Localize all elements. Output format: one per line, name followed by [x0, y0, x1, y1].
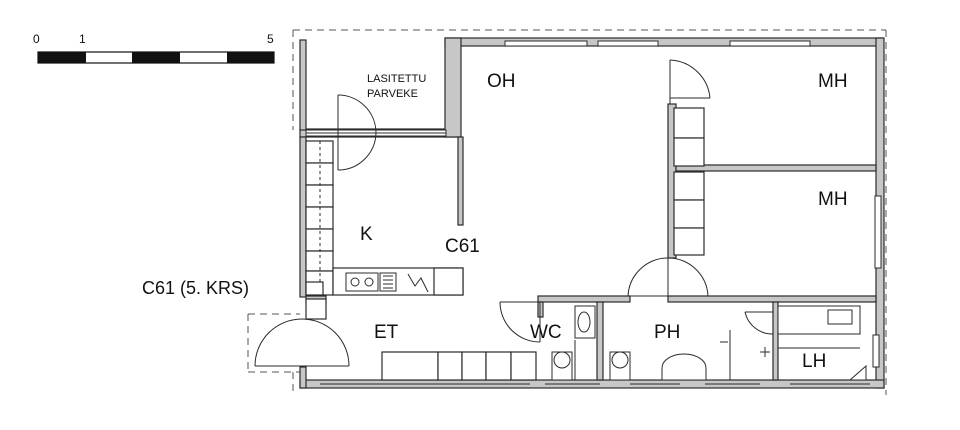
bedroom-1-label: MH — [818, 71, 848, 92]
scale-label-0: 0 — [33, 32, 40, 46]
kitchen-cabinets — [305, 140, 464, 320]
balcony-label-line2: PARVEKE — [367, 88, 418, 100]
bathroom-label: PH — [654, 322, 680, 343]
doors — [254, 59, 774, 367]
storage-fixtures — [760, 305, 867, 381]
storage-label: LH — [802, 351, 826, 372]
entrance-wardrobes — [381, 351, 537, 381]
scale-label-5: 5 — [267, 32, 274, 46]
wc-label: WC — [530, 322, 562, 343]
bathroom-fixtures — [609, 330, 731, 381]
wardrobe-bedroom-2 — [673, 171, 705, 256]
balcony-label-line1: LASITETTU — [367, 73, 426, 85]
scale-bar: 0 1 5 — [33, 32, 275, 64]
bedroom-2-label: MH — [818, 189, 848, 210]
apartment-code-label: C61 — [445, 236, 480, 257]
wardrobe-bedroom-1 — [673, 107, 705, 167]
building-boundary — [247, 29, 887, 395]
room-labels: LASITETTU PARVEKE OH MH MH K C61 C61 (5.… — [142, 71, 848, 372]
kitchen-label: K — [360, 224, 373, 245]
entrance-label: ET — [374, 322, 399, 343]
apartment-title: C61 (5. KRS) — [142, 278, 249, 298]
scale-label-1: 1 — [79, 32, 86, 46]
wc-fixtures — [551, 305, 596, 381]
living-room-label: OH — [487, 71, 516, 92]
